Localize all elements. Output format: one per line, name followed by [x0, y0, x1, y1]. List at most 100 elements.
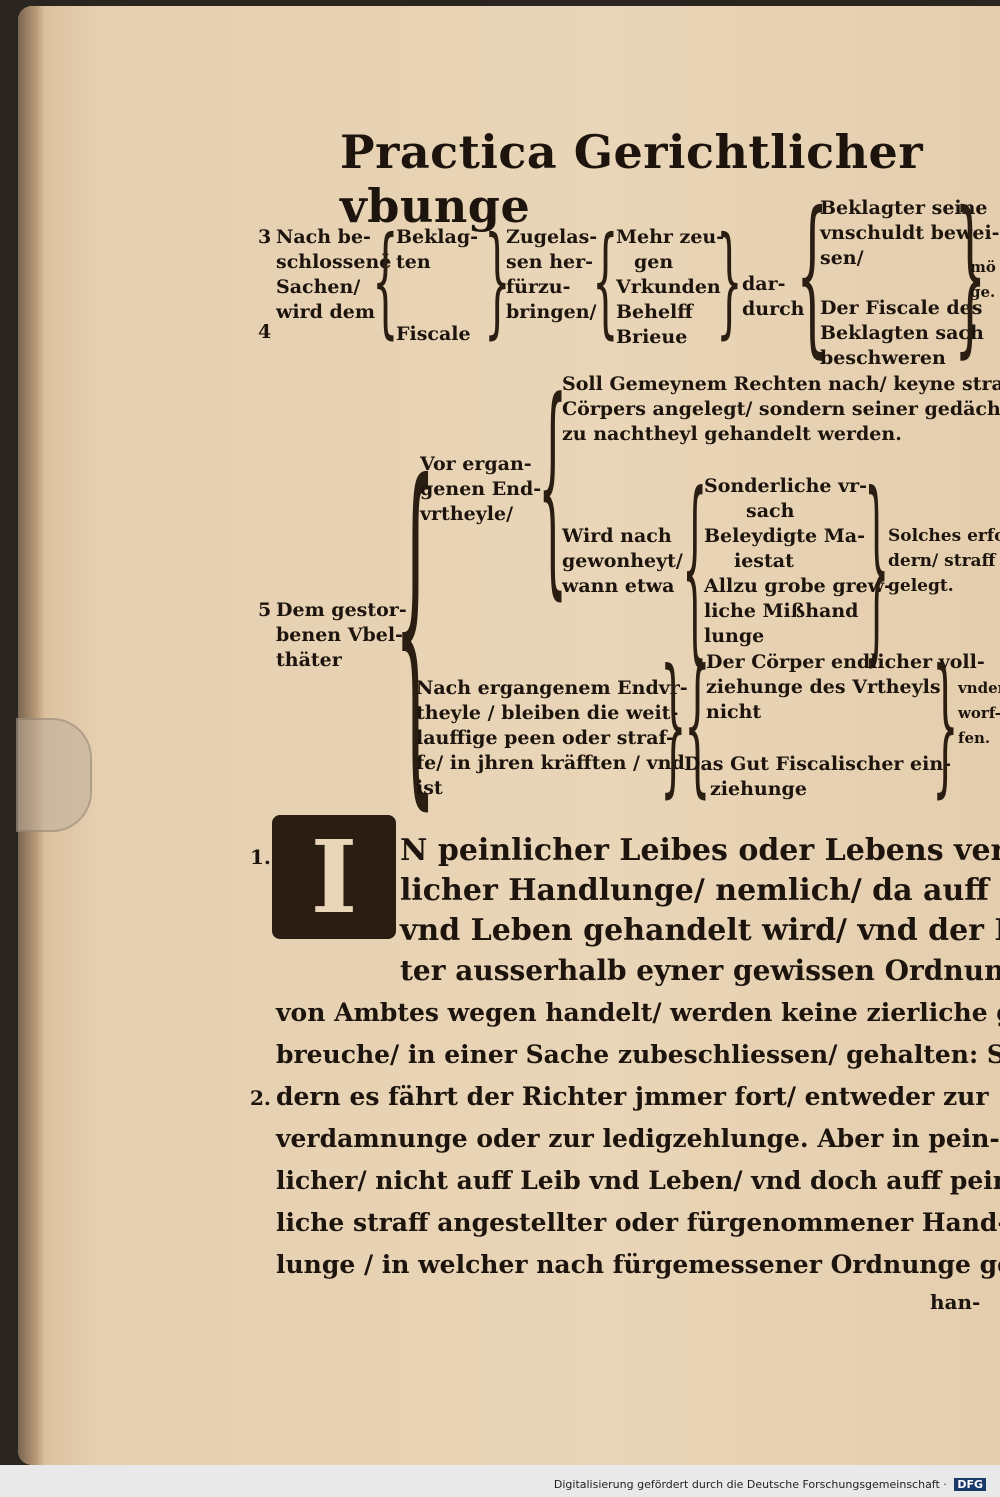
text-line: dar- [742, 273, 786, 295]
text-line: Zugelas- [506, 226, 598, 248]
text-line: Vrkunden [616, 276, 721, 298]
text-line: Beleydigte Ma- [704, 525, 865, 547]
scheme3-items: Mehr zeu- gen Vrkunden Behelff Brieue [616, 225, 724, 350]
text-line: Behelff [616, 301, 693, 323]
text-line: Cörpers angelegt/ sondern seiner gedächt… [562, 398, 1000, 420]
scheme5-margin: vnder- worf- fen. [958, 676, 1000, 751]
scan-background: Practica Gerichtlicher vbunge 3 4 Nach b… [0, 0, 1000, 1465]
text-line: Brieue [616, 326, 688, 348]
text-line: beschweren [820, 347, 946, 369]
text-line: gen [634, 251, 674, 273]
text-line: vrtheyle/ [420, 503, 514, 525]
text-line: Allzu grobe grew- [704, 575, 892, 597]
body-line-5: von Ambtes wegen handelt/ werden keine z… [276, 998, 1000, 1027]
text-line: Wird nach [562, 525, 672, 547]
text-line: theyle / bleiben die weit- [416, 702, 679, 724]
text-line: liche Mißhand [704, 600, 859, 622]
body-line-2: licher Handlunge/ nemlich/ da auff Leib [400, 873, 1000, 908]
scheme5-lead: Dem gestor- benen Vbel- thäter [276, 598, 407, 673]
text-line: Der Cörper endlicher voll- [706, 651, 985, 673]
body-line-9: licher/ nicht auff Leib vnd Leben/ vnd d… [276, 1166, 1000, 1195]
scheme3-admitted: Zugelas- sen her- fürzu- bringen/ [506, 225, 597, 325]
text-line: vnder- [958, 679, 1000, 697]
text-line: sach [746, 500, 795, 522]
scheme5-reasons: Sonderliche vr- sach Beleydigte Ma- iest… [704, 474, 892, 649]
scheme3-lead: Nach be- schlossenē Sachen/ wird dem [276, 225, 391, 325]
body-line-11: lunge / in welcher nach fürgemessener Or… [276, 1250, 1000, 1279]
text-line: ziehunge des Vrtheyls [706, 676, 941, 698]
digitization-footer: Digitalisierung gefördert durch die Deut… [554, 1478, 986, 1491]
brace-close-icon: } [660, 638, 687, 812]
text-line: wann etwa [562, 575, 675, 597]
scheme5-goods: Das Gut Fiscalischer ein- ziehunge [684, 752, 951, 802]
decorated-initial: I [272, 815, 396, 939]
page-clip-tab [16, 718, 92, 832]
text-line: gewonheyt/ [562, 550, 683, 572]
scheme5-number: 5 [258, 599, 272, 621]
brace-icon: { [684, 638, 711, 812]
brace-icon: { [538, 353, 568, 620]
scheme3-thereby: dar- durch [742, 272, 805, 322]
scheme5-after-judgment: Nach ergangenem Endvr- theyle / bleiben … [416, 676, 688, 801]
text-line: wird dem [276, 301, 375, 323]
brace-close-icon: } [932, 638, 959, 812]
text-line: Beklag- [396, 226, 479, 248]
scheme3-number: 3 [258, 226, 272, 248]
text-line: Beklagter seine [820, 197, 988, 219]
text-line: mö [970, 258, 996, 276]
body-line-7: dern es fährt der Richter jmmer fort/ en… [276, 1082, 989, 1111]
scheme3-number-4: 4 [258, 321, 272, 343]
scheme3-party-fiscal: Fiscale [396, 323, 471, 345]
text-line: Nach ergangenem Endvr- [416, 677, 688, 699]
body-line-1: N peinlicher Leibes oder Lebens verwirck… [400, 833, 1000, 868]
text-line: fe/ in jhren kräfften / vnd [416, 752, 685, 774]
book-page [16, 6, 1000, 1465]
scheme5-before-judgment: Vor ergan- genen End- vrtheyle/ [420, 452, 541, 527]
text-line: Sonderliche vr- [704, 475, 868, 497]
text-line: bringen/ [506, 301, 597, 323]
body-line-3: vnd Leben gehandelt wird/ vnd der Rich- [400, 913, 1000, 948]
scheme5-soll: Soll Gemeynem Rechten nach/ keyne straff… [562, 372, 1000, 447]
brace-close-icon: } [484, 212, 511, 351]
text-line: ist [416, 777, 443, 799]
text-line: fen. [958, 729, 991, 747]
text-line: Das Gut Fiscalischer ein- [684, 753, 952, 775]
brace-close-icon: } [864, 451, 890, 684]
text-line: thäter [276, 649, 342, 671]
text-line: nicht [706, 701, 762, 723]
text-line: Soll Gemeynem Rechten nach/ keyne straff… [562, 373, 1000, 395]
dfg-logo: DFG [954, 1478, 986, 1491]
text-line: ge. [970, 283, 996, 301]
body-line-10: liche straff angestellter oder fürgenomm… [276, 1208, 1000, 1237]
text-line: durch [742, 298, 805, 320]
margin-number-2: 2. [250, 1086, 271, 1110]
catchword: han- [930, 1290, 981, 1314]
scheme3-margin: mö ge. [970, 255, 996, 305]
text-line: Mehr zeu- [616, 226, 725, 248]
footer-text: Digitalisierung gefördert durch die Deut… [553, 1478, 940, 1491]
brace-close-icon: } [716, 212, 743, 351]
text-line: fürzu- [506, 276, 571, 298]
text-line: Der Fiscale des [820, 297, 983, 319]
text-line: dern/ straff an- [888, 551, 1000, 571]
body-line-8: verdamnunge oder zur ledigzehlunge. Aber… [276, 1124, 1000, 1153]
text-line: lunge [704, 625, 765, 647]
brace-icon: { [592, 212, 619, 351]
text-line: ziehunge [710, 778, 807, 800]
scheme3-outcome-defendant: Beklagter seine vnschuldt bewei- sen/ [820, 196, 1000, 271]
body-line-4: ter ausserhalb eyner gewissen Ordnunge/ [400, 954, 1000, 987]
text-line: ten [396, 251, 431, 273]
text-line: lauffige peen oder straf- [416, 727, 674, 749]
brace-icon: { [796, 176, 829, 374]
scheme5-wird: Wird nach gewonheyt/ wann etwa [562, 524, 683, 599]
scheme5-body-not-executed: Der Cörper endlicher voll- ziehunge des … [706, 650, 985, 725]
text-line: gelegt. [888, 576, 954, 596]
scheme3-outcome-fiscal: Der Fiscale des Beklagten sach beschwere… [820, 296, 984, 371]
text-line: sen her- [506, 251, 594, 273]
text-line: Sachen/ [276, 276, 361, 298]
margin-number-1: 1. [250, 845, 271, 869]
text-line: Dem gestor- [276, 599, 407, 621]
text-line: vnschuldt bewei- [820, 222, 1000, 244]
